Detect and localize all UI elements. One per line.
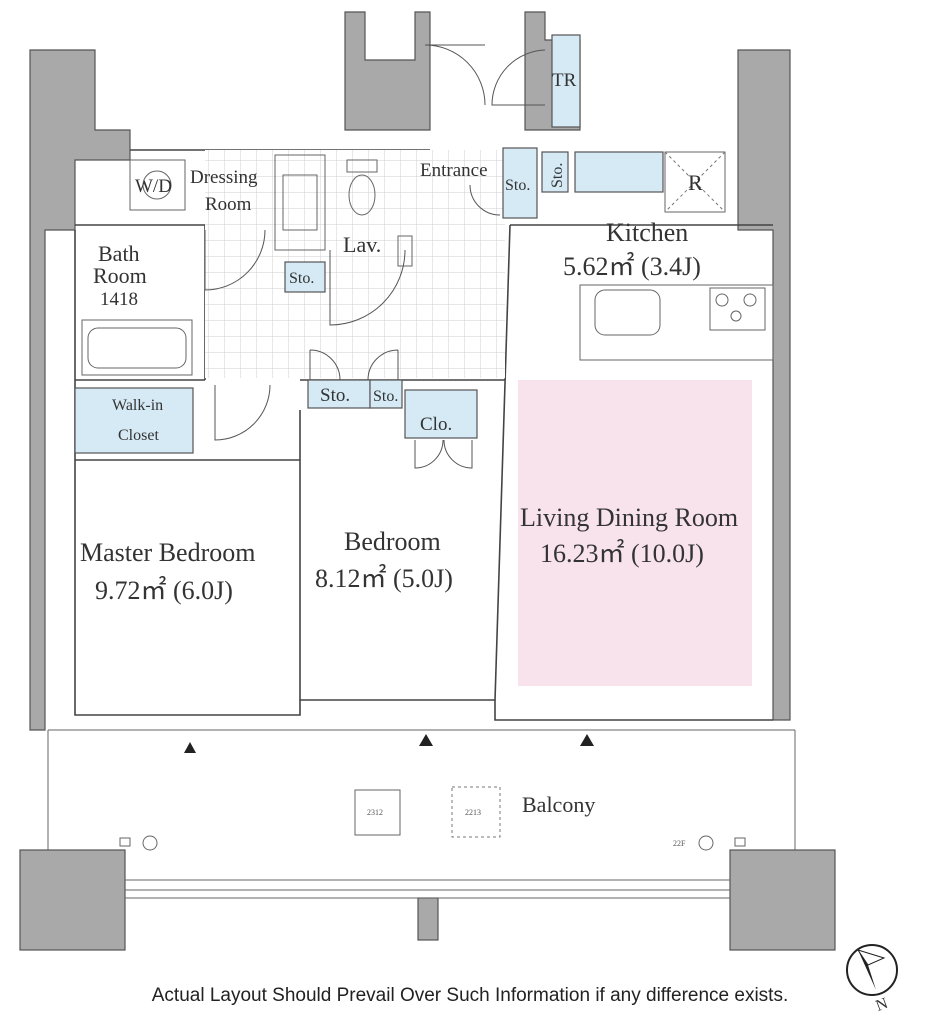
tr-label: TR	[552, 70, 577, 91]
kitchen-name: Kitchen	[606, 218, 688, 247]
hall-storage-a	[307, 379, 371, 409]
kitchen-area: 5.62㎡ (3.4J)	[563, 252, 701, 281]
walkin-closet	[74, 387, 194, 454]
bedroom-area: 8.12㎡ (5.0J)	[315, 564, 453, 593]
bath-line3: 1418	[100, 289, 138, 310]
unit-tag-b: 2213	[465, 808, 481, 817]
walkin-line2: Closet	[118, 427, 159, 444]
master-bedroom-area: 9.72㎡ (6.0J)	[95, 576, 233, 605]
window-marker-left	[184, 742, 196, 753]
dressing-line2: Room	[205, 194, 252, 215]
lav-label: Lav.	[343, 232, 381, 257]
dressing-line1: Dressing	[190, 167, 258, 188]
living-dining-highlight	[518, 380, 752, 686]
hall-sto-a-label: Sto.	[320, 385, 350, 406]
bedroom-name: Bedroom	[344, 527, 441, 556]
master-bedroom-name: Master Bedroom	[80, 538, 255, 567]
bath-line2: Room	[93, 263, 147, 288]
hall-sto-b-label: Sto.	[373, 388, 398, 405]
structural-walls	[19, 11, 836, 951]
dressing-storage	[284, 261, 326, 293]
entrance-storage	[502, 147, 538, 219]
hall-storage-b	[369, 379, 403, 409]
washer-label: W/D	[135, 176, 172, 197]
living-dining-area: 16.23㎡ (10.0J)	[540, 539, 704, 568]
floor-tag: 22F	[673, 839, 686, 848]
closet	[404, 389, 478, 439]
kitchen-counter-strip	[574, 151, 664, 193]
entrance-label: Entrance	[420, 160, 488, 181]
living-dining-name: Living Dining Room	[520, 503, 738, 532]
window-marker-mid	[419, 734, 433, 746]
kitchen-sto-label: Sto.	[549, 163, 566, 188]
bath-line1: Bath	[98, 241, 140, 266]
refrigerator-label: R	[688, 170, 703, 195]
fixtures	[81, 151, 774, 851]
disclaimer-text: Actual Layout Should Prevail Over Such I…	[151, 985, 789, 1006]
walkin-line1: Walk-in	[112, 397, 163, 414]
tr-storage	[551, 34, 581, 128]
balcony-label: Balcony	[522, 792, 595, 817]
door-swings	[204, 44, 546, 469]
clo-label: Clo.	[420, 414, 452, 435]
dressing-sto-label: Sto.	[289, 270, 314, 287]
window-marker-right	[580, 734, 594, 746]
kitchen-storage	[541, 151, 569, 193]
unit-tag-a: 2312	[367, 808, 383, 817]
entrance-sto-label: Sto.	[505, 177, 530, 194]
